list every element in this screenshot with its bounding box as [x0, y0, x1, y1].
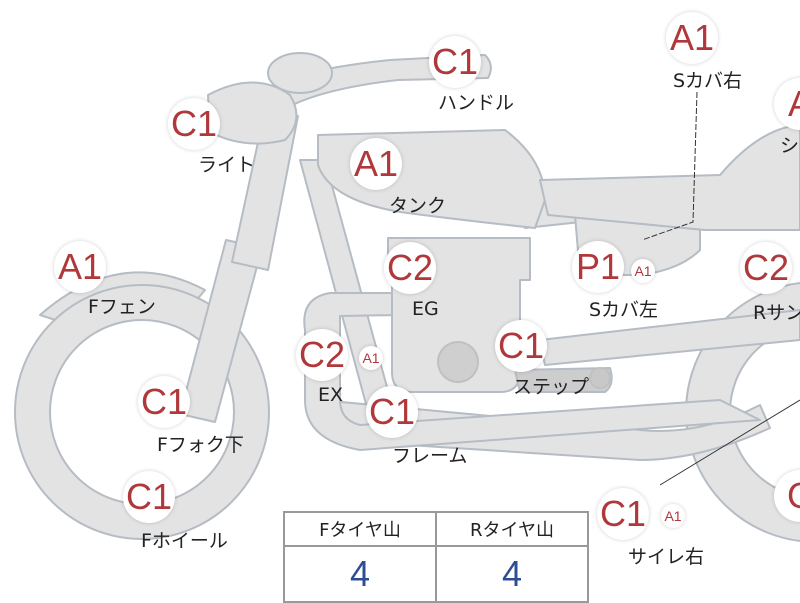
label-f-fender: Fフェン — [88, 296, 156, 318]
grade-badge-silencer-right: C1 — [597, 488, 649, 540]
table-value-f-tyre: 4 — [283, 545, 437, 603]
grade-badge-r-suspension: C2 — [740, 242, 792, 294]
mirror-shape — [267, 52, 333, 94]
leader-line-s-cover-right — [641, 91, 698, 241]
grade-badge-light: C1 — [168, 98, 220, 150]
label-f-wheel: Fホイール — [141, 530, 228, 552]
grade-badge-exhaust: C2 — [296, 329, 348, 381]
label-s-cover-left: Sカバ左 — [589, 299, 659, 321]
grade-sub-badge-exhaust: A1 — [359, 346, 383, 370]
label-f-fork-lower: Fフォク下 — [157, 434, 244, 456]
label-frame: フレーム — [392, 445, 468, 467]
grade-badge-s-cover-left: P1 — [572, 241, 624, 293]
grade-badge-f-wheel: C1 — [123, 471, 175, 523]
label-tank: タンク — [389, 195, 447, 217]
table-header-f-tyre: Fタイヤ山 — [283, 511, 437, 547]
label-engine: EG — [412, 298, 439, 320]
grade-badge-f-fork-lower: C1 — [138, 376, 190, 428]
label-handle: ハンドル — [438, 92, 515, 114]
grade-badge-engine: C2 — [384, 242, 436, 294]
table-value-r-tyre: 4 — [435, 545, 589, 603]
label-exhaust: EX — [318, 384, 344, 406]
grade-badge-frame: C1 — [366, 386, 418, 438]
exhaust-shape — [303, 292, 761, 451]
grade-badge-handle: C1 — [429, 36, 481, 88]
label-seat: シ — [780, 135, 800, 157]
grade-badge-f-fender: A1 — [54, 241, 106, 293]
label-step: ステップ — [513, 376, 590, 398]
label-silencer-right: サイレ右 — [628, 546, 705, 568]
label-r-suspension: Rサン — [753, 302, 800, 324]
step-shape — [514, 367, 613, 393]
table-header-r-tyre: Rタイヤ山 — [435, 511, 589, 547]
grade-sub-badge-s-cover-left: A1 — [631, 259, 655, 283]
label-s-cover-right: Sカバ右 — [673, 70, 743, 92]
leader-line-silencer — [659, 399, 800, 486]
grade-badge-tank: A1 — [350, 138, 402, 190]
step-peg-shape — [589, 367, 611, 389]
seat-shape — [539, 124, 800, 231]
front-wheel-shape — [14, 284, 270, 540]
grade-badge-s-cover-right: A1 — [666, 12, 718, 64]
tyre-tread-table: Fタイヤ山 Rタイヤ山 4 4 — [283, 511, 589, 603]
label-light: ライト — [198, 154, 256, 176]
engine-cover-shape — [437, 341, 479, 383]
grade-badge-step: C1 — [495, 320, 547, 372]
grade-sub-badge-silencer-right: A1 — [661, 504, 685, 528]
headlight-shape — [207, 81, 298, 145]
